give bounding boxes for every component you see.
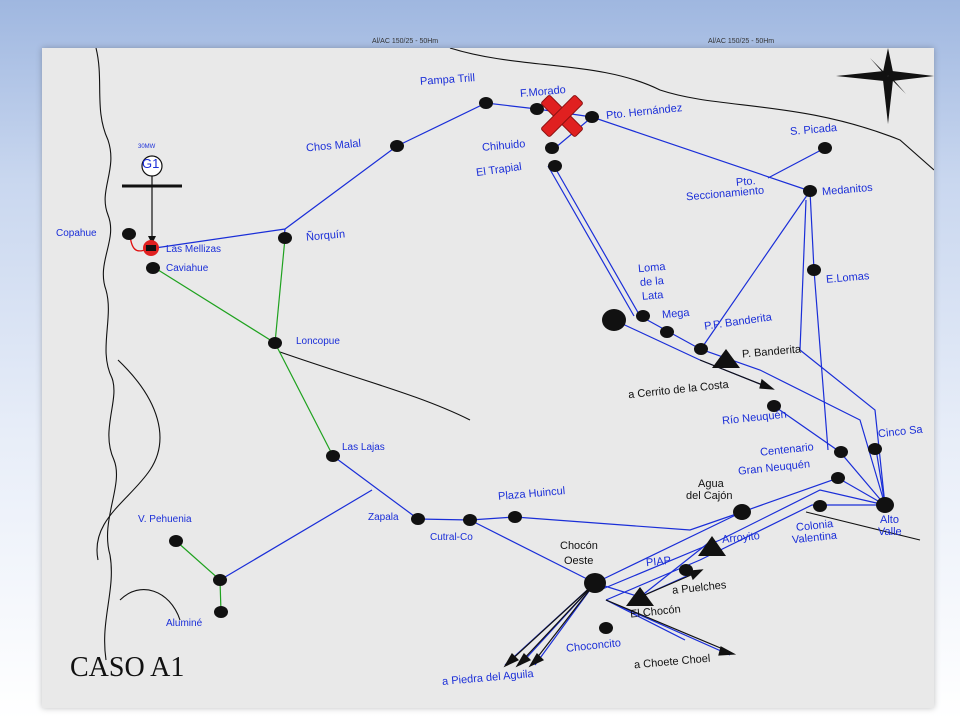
node-choconcito xyxy=(599,622,613,634)
node-s-picada xyxy=(818,142,832,154)
label-chos-malal: Chos Malal xyxy=(305,137,362,155)
label-loma-1: Loma xyxy=(637,260,667,276)
node-alto-valle xyxy=(876,497,894,513)
label-centenario: Centenario xyxy=(759,441,815,459)
label-loma-2: de la xyxy=(639,274,665,290)
node-las-lajas xyxy=(326,450,340,462)
map-panel: 30MW G1 Copahue Las Mellizas Caviahue Ch… xyxy=(42,48,934,708)
node-zapala xyxy=(411,513,425,525)
label-choele: a Choete Choel xyxy=(633,652,711,672)
label-copahue: Copahue xyxy=(56,228,97,239)
triangle-p-banderita xyxy=(712,349,740,368)
label-alto-valle-2: Valle xyxy=(878,526,902,538)
label-alto-valle-1: Alto xyxy=(880,514,899,526)
case-label: CASO A1 xyxy=(70,652,185,683)
label-agua-2: del Cajón xyxy=(686,490,733,502)
node-chihuido xyxy=(545,142,559,154)
label-zapala: Zapala xyxy=(368,512,399,523)
node-plaza-huincul xyxy=(508,511,522,523)
node-mega xyxy=(660,326,674,338)
header-text-right: Al/AC 150/25 - 50Hm xyxy=(708,38,775,45)
label-cinco-saltos: Cinco Sa xyxy=(877,423,924,441)
fault-x-icon xyxy=(541,95,583,137)
label-cerrito: a Cerrito de la Costa xyxy=(627,378,730,402)
node-chocon-oeste xyxy=(584,573,606,593)
label-las-lajas: Las Lajas xyxy=(342,442,385,453)
node-loma xyxy=(636,310,650,322)
label-loncopue: Loncopue xyxy=(296,336,340,347)
label-v-pehuenia: V. Pehuenia xyxy=(138,514,192,525)
label-el-trapial: El Trapial xyxy=(475,160,523,180)
label-p-banderita: P. Banderita xyxy=(741,343,802,361)
las-mellizas-marker xyxy=(143,240,159,256)
label-piap: PIAP xyxy=(645,554,672,570)
label-rio-neuquen: Río Neuquén xyxy=(721,408,788,428)
node-colonia-valentina xyxy=(813,500,827,512)
generator-symbol xyxy=(122,155,182,244)
node-rio-neuquen xyxy=(767,400,781,412)
label-el-chocon: El Chocón xyxy=(629,603,682,621)
node-chos-malal xyxy=(390,140,404,152)
node-e-lomas xyxy=(807,264,821,276)
label-loma-3: Lata xyxy=(641,289,664,303)
node-caviahue xyxy=(146,262,160,274)
label-alumine: Aluminé xyxy=(166,618,203,629)
node-loncopue xyxy=(268,337,282,349)
label-f-morado: F.Morado xyxy=(519,84,567,100)
label-plaza-huincul: Plaza Huincul xyxy=(497,485,566,503)
label-piedra: a Piedra del Aguila xyxy=(441,668,535,688)
node-agua-del-cajon xyxy=(733,504,751,520)
label-gran-neuquen: Gran Neuquén xyxy=(737,458,811,478)
label-pp-banderita: P.P. Banderita xyxy=(703,311,773,333)
node-f-morado xyxy=(530,103,544,115)
label-s-picada: S. Picada xyxy=(789,121,838,139)
label-chocon-oeste-2: Oeste xyxy=(564,555,594,567)
label-gen-name: G1 xyxy=(142,156,160,171)
node-cinco-saltos xyxy=(868,443,882,455)
node-copahue xyxy=(122,228,136,240)
network-map xyxy=(95,48,934,668)
label-pto-hernandez: Pto. Hernández xyxy=(605,102,683,122)
label-chihuido: Chihuido xyxy=(481,138,526,154)
label-choconcito: Choconcito xyxy=(565,637,622,655)
plant-triangles xyxy=(626,349,740,606)
node-norquin xyxy=(278,232,292,244)
direction-arrows xyxy=(503,359,775,668)
label-medanitos: Medanitos xyxy=(821,181,874,199)
label-las-mellizas: Las Mellizas xyxy=(166,244,222,255)
label-agua-1: Agua xyxy=(698,478,724,490)
triangle-arroyito xyxy=(698,536,726,556)
label-cutral-co: Cutral-Co xyxy=(430,532,473,543)
label-mega: Mega xyxy=(661,306,691,322)
substation-nodes xyxy=(122,97,894,634)
label-e-lomas: E.Lomas xyxy=(825,270,870,286)
node-piap xyxy=(679,564,693,576)
node-centenario xyxy=(834,446,848,458)
node-pp-banderita xyxy=(694,343,708,355)
node-medanitos xyxy=(803,185,817,197)
label-pampa-trill: Pampa Trill xyxy=(419,72,476,88)
node-cutral-co xyxy=(463,514,477,526)
label-caviahue: Caviahue xyxy=(166,263,209,274)
label-pto-seccionamiento-2: Seccionamiento xyxy=(685,184,765,204)
label-norquin: Ñorquín xyxy=(305,228,346,244)
node-el-trapial xyxy=(548,160,562,172)
compass-icon xyxy=(836,48,934,124)
province-border xyxy=(95,48,934,661)
node-alumine xyxy=(214,606,228,618)
node-junction xyxy=(213,574,227,586)
node-gran-neuquen xyxy=(831,472,845,484)
node-pto-hernandez xyxy=(585,111,599,123)
label-puelches: a Puelches xyxy=(671,579,727,597)
triangle-el-chocon xyxy=(626,587,654,606)
label-gen-power: 30MW xyxy=(138,144,156,150)
node-loma-de-la-lata xyxy=(602,309,626,331)
label-arroyito: Arroyito xyxy=(721,530,761,546)
node-v-pehuenia xyxy=(169,535,183,547)
header-text-left: Al/AC 150/25 - 50Hm xyxy=(372,38,439,45)
label-chocon-oeste-1: Chocón xyxy=(560,540,598,552)
node-pampa-trill xyxy=(479,97,493,109)
